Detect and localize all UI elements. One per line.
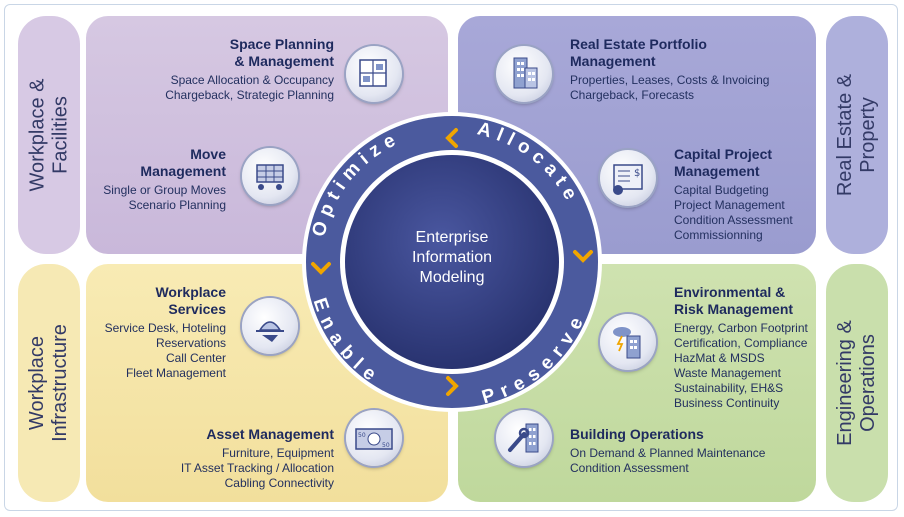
chevron-left-icon (311, 262, 331, 275)
block-building-operations: Building Operations On Demand & Planned … (570, 426, 766, 475)
chevron-top-icon (445, 128, 458, 148)
banknote-icon: 50 50 (346, 410, 402, 466)
block-workplace-services: Workplace Services Service Desk, Hotelin… (104, 284, 226, 380)
side-label-engineering-operations: Engineering &Operations (826, 264, 888, 502)
chevron-right-icon (573, 250, 593, 263)
cart-icon (242, 148, 298, 204)
invoice-icon: $ (600, 150, 656, 206)
block-capital-project: Capital Project Management Capital Budge… (674, 146, 793, 242)
block-real-estate-portfolio: Real Estate Portfolio Management Propert… (570, 36, 770, 102)
block-environmental-risk: Environmental & Risk Management Energy, … (674, 284, 808, 410)
block-space-planning: Space Planning & Management Space Alloca… (165, 36, 334, 102)
hub-label: Enterprise Information Modeling (411, 229, 493, 286)
floorplan-icon (346, 46, 402, 102)
svg-text:50: 50 (382, 442, 390, 449)
hub-circle (345, 155, 559, 369)
side-label-workplace-facilities: Workplace &Facilities (18, 16, 80, 254)
svg-text:50: 50 (358, 432, 366, 439)
svg-text:$: $ (634, 168, 640, 179)
block-asset-management: Asset Management Furniture, Equipment IT… (180, 426, 334, 490)
storm-building-icon (600, 314, 656, 370)
outer-frame (4, 4, 898, 511)
chevron-bottom-icon (446, 376, 459, 396)
wrench-building-icon (496, 410, 552, 466)
service-bell-icon (242, 298, 298, 354)
block-move-management: Move Management Single or Group Moves Sc… (103, 146, 226, 212)
side-label-real-estate-property: Real Estate &Property (826, 16, 888, 254)
building-icon (496, 46, 552, 102)
